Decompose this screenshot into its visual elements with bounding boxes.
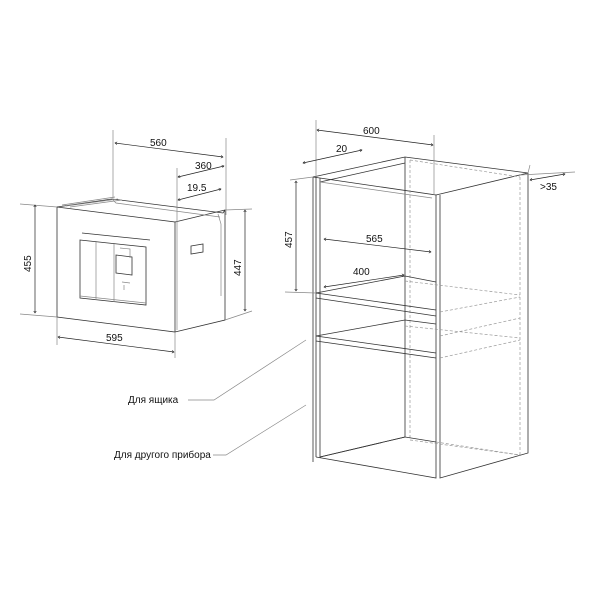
dim-455: 455 (23, 255, 34, 272)
cabinet-drawing (312, 156, 529, 479)
leader-other-appliance (213, 404, 307, 456)
dim-gap-35: >35 (540, 182, 557, 193)
dim-560: 560 (150, 138, 167, 149)
label-drawer: Для ящика (128, 395, 179, 406)
dim-595: 595 (106, 333, 123, 344)
cabinet-dimension-lines (284, 120, 576, 294)
leader-drawer (188, 339, 307, 401)
appliance-dimension-lines (19, 130, 253, 358)
dim-360: 360 (195, 161, 212, 172)
dim-565: 565 (366, 234, 383, 245)
dim-447: 447 (233, 259, 244, 276)
label-other-appliance: Для другого прибора (114, 449, 211, 461)
dim-457: 457 (284, 231, 295, 248)
dim-20: 20 (336, 144, 348, 155)
appliance-drawing (56, 196, 226, 333)
dim-19-5: 19.5 (187, 183, 207, 194)
dim-400: 400 (353, 267, 370, 278)
dim-600: 600 (363, 126, 380, 137)
